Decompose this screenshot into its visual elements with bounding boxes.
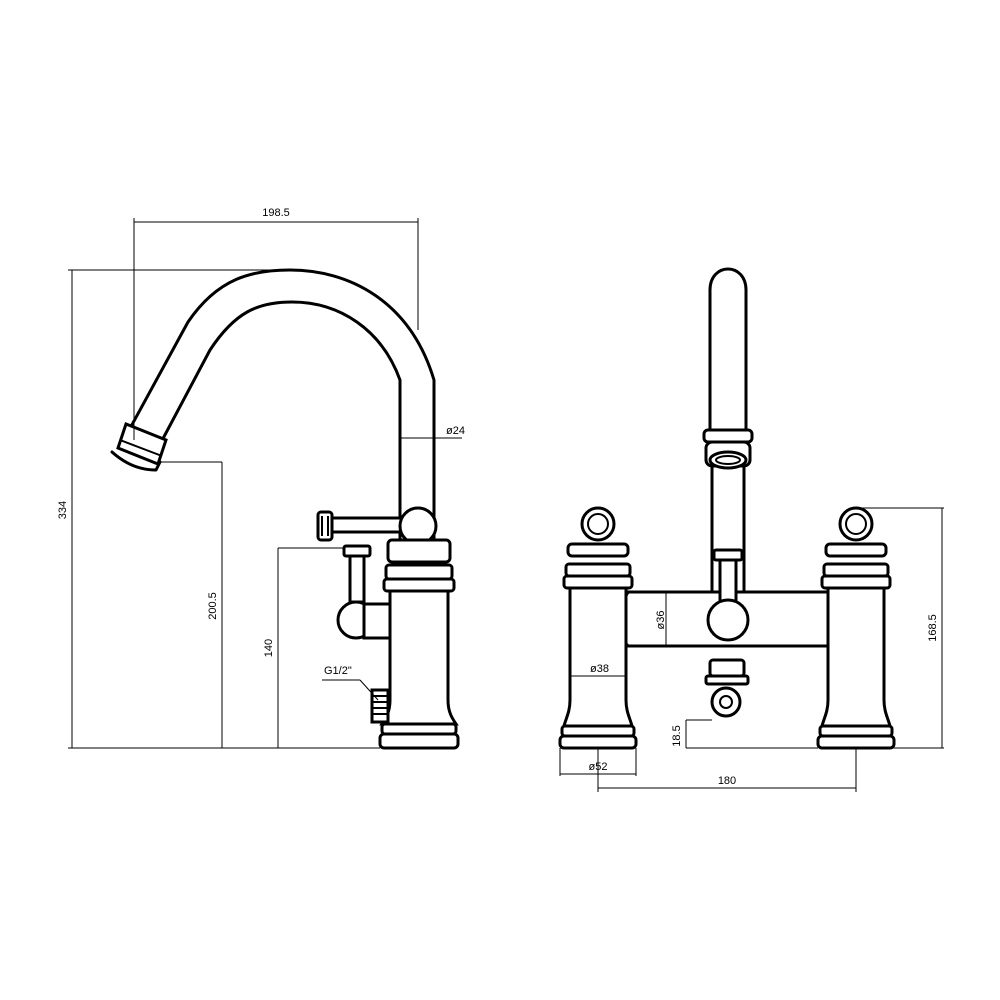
dim-thread: G1/2" bbox=[324, 665, 352, 677]
dim-spout-diameter: ø24 bbox=[446, 425, 465, 437]
right-pillar bbox=[816, 506, 896, 750]
dim-body-38: ø38 bbox=[590, 663, 609, 675]
bottom-outlet bbox=[704, 658, 750, 718]
left-pillar bbox=[558, 506, 638, 750]
dim-body-36: ø36 bbox=[655, 611, 667, 630]
front-view: ø36 ø38 168.5 18.5 ø52 180 bbox=[558, 267, 944, 792]
lever-handle bbox=[316, 506, 438, 546]
side-dimensions: 198.5 334 ø24 200.5 140 G1/2" bbox=[57, 207, 465, 749]
front-dimensions: ø36 ø38 168.5 18.5 ø52 180 bbox=[559, 507, 944, 792]
dim-overall-height: 334 bbox=[57, 501, 69, 519]
spout-inner bbox=[156, 300, 402, 542]
thread-connector bbox=[370, 688, 390, 724]
dim-inlet-height: 140 bbox=[263, 639, 275, 657]
dim-outlet-height: 200.5 bbox=[207, 592, 219, 620]
spout-nozzle bbox=[110, 422, 168, 472]
dim-handle-height: 168.5 bbox=[927, 614, 939, 642]
dim-centres: 180 bbox=[718, 775, 736, 787]
dim-outlet-offset: 18.5 bbox=[671, 725, 683, 746]
body-collar bbox=[386, 538, 452, 564]
body-shaft bbox=[379, 589, 459, 726]
front-spout bbox=[708, 267, 748, 434]
side-view: 198.5 334 ø24 200.5 140 G1/2" bbox=[57, 207, 465, 750]
dim-spout-reach: 198.5 bbox=[262, 207, 290, 219]
spout-outer bbox=[126, 268, 436, 542]
side-inlet bbox=[336, 544, 392, 640]
